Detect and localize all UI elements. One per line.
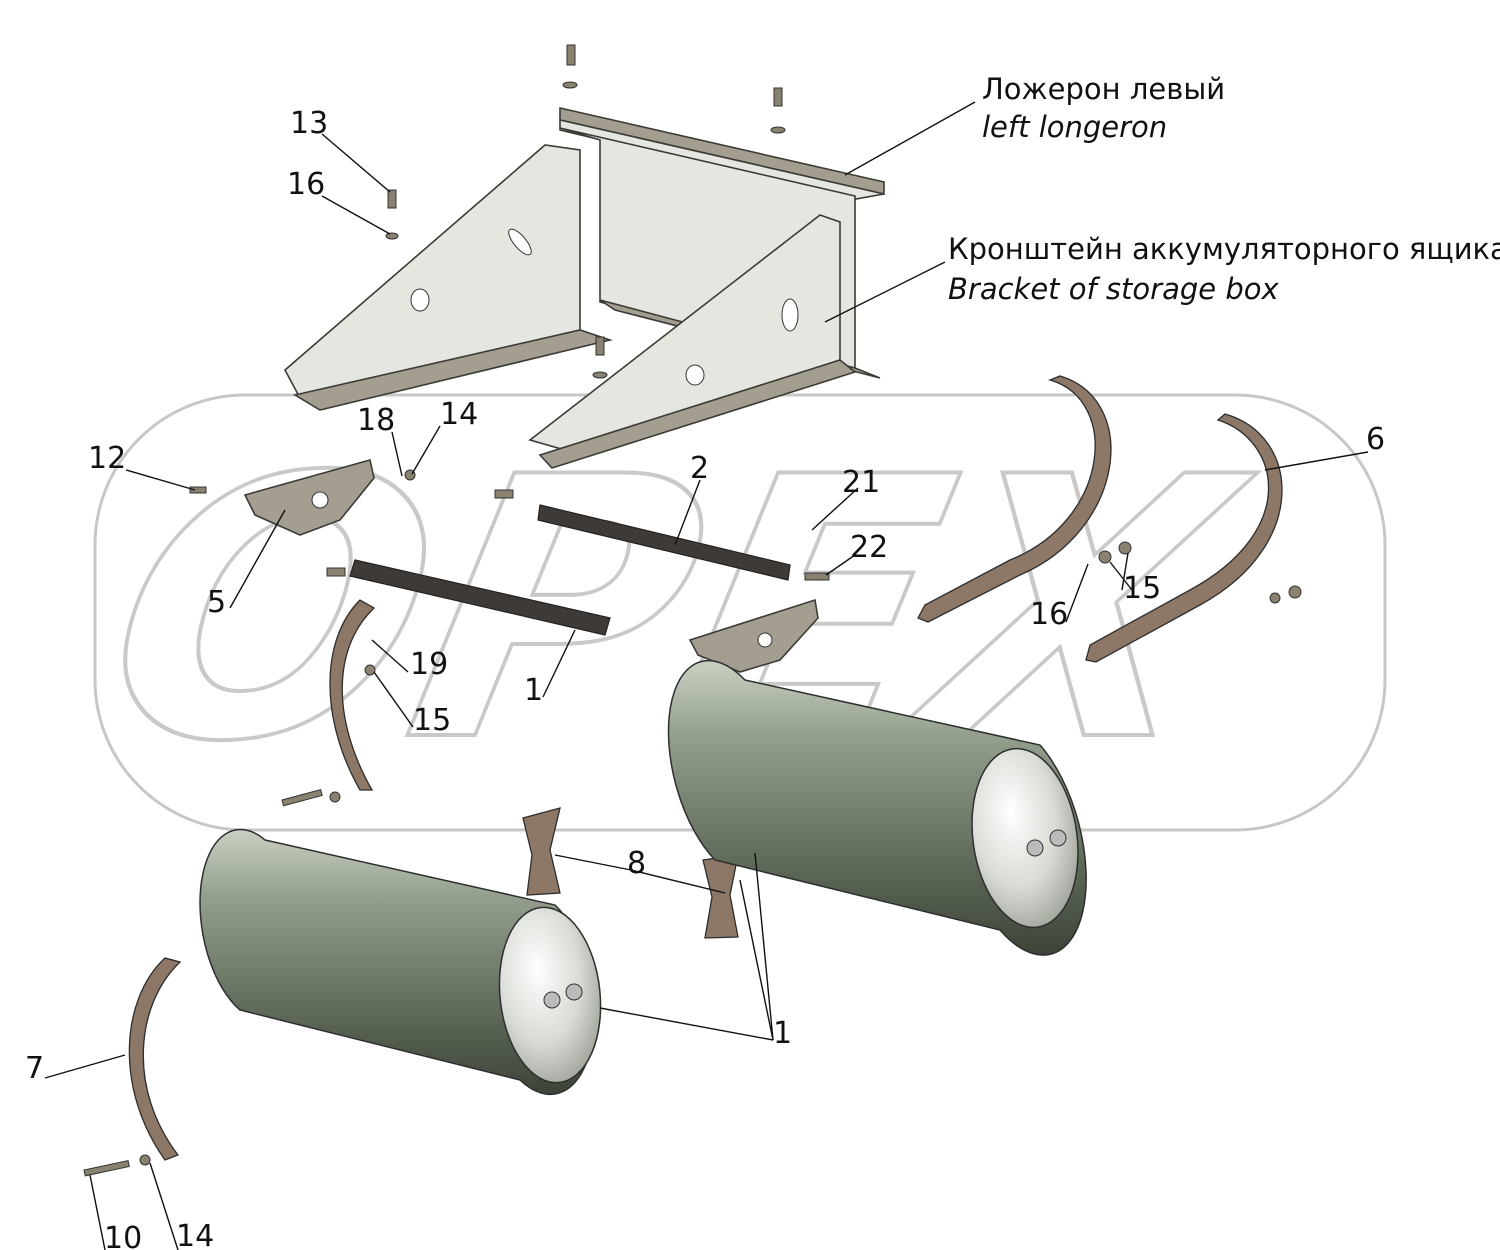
callout-numbers: 13 16 18 14 12 2 21 6 22 16 15 5 19 1 15…	[25, 106, 1385, 1250]
caption-bracket-ru: Кронштейн аккумуляторного ящика	[948, 232, 1500, 266]
crossbar-1	[349, 559, 611, 636]
callout-7: 7	[25, 1051, 44, 1086]
callout-1-top: 1	[524, 673, 543, 708]
callout-18: 18	[357, 403, 395, 438]
callout-8: 8	[627, 846, 646, 881]
air-tank-left	[199, 828, 602, 1096]
callout-5: 5	[207, 585, 226, 620]
callout-14-top: 14	[440, 397, 478, 432]
callout-21: 21	[842, 465, 880, 500]
callout-13: 13	[290, 106, 328, 141]
callout-12: 12	[88, 441, 126, 476]
strap-6-pair	[917, 375, 1283, 663]
mount-plate-right	[688, 598, 819, 673]
callout-16-top: 16	[287, 167, 325, 202]
bolts-top	[385, 44, 786, 379]
strap-left-upper	[329, 599, 376, 791]
callout-15-right: 15	[1123, 571, 1161, 606]
callout-1-bottom: 1	[773, 1016, 792, 1051]
callout-6: 6	[1366, 422, 1385, 457]
callout-19: 19	[410, 647, 448, 682]
crossbar-2	[537, 504, 791, 581]
mount-plate-5	[243, 459, 375, 536]
caption-longeron-en: left longeron	[982, 110, 1167, 144]
captions: Ложерон левый left longeron Кронштейн ак…	[948, 72, 1500, 306]
caption-longeron-ru: Ложерон левый	[982, 72, 1225, 106]
caption-bracket-en: Bracket of storage box	[948, 272, 1279, 306]
callout-2: 2	[690, 451, 709, 486]
strap-7	[128, 957, 182, 1161]
callout-22: 22	[850, 530, 888, 565]
callout-15-left: 15	[413, 703, 451, 738]
callout-16-right: 16	[1030, 597, 1068, 632]
callout-14-bottom: 14	[176, 1219, 214, 1250]
callout-10: 10	[104, 1221, 142, 1250]
fasteners	[83, 469, 1302, 1177]
storage-box-bracket	[283, 144, 857, 469]
leader-lines	[44, 101, 1369, 1250]
air-tank-right	[667, 659, 1087, 956]
wedge-8-pair	[522, 807, 739, 939]
